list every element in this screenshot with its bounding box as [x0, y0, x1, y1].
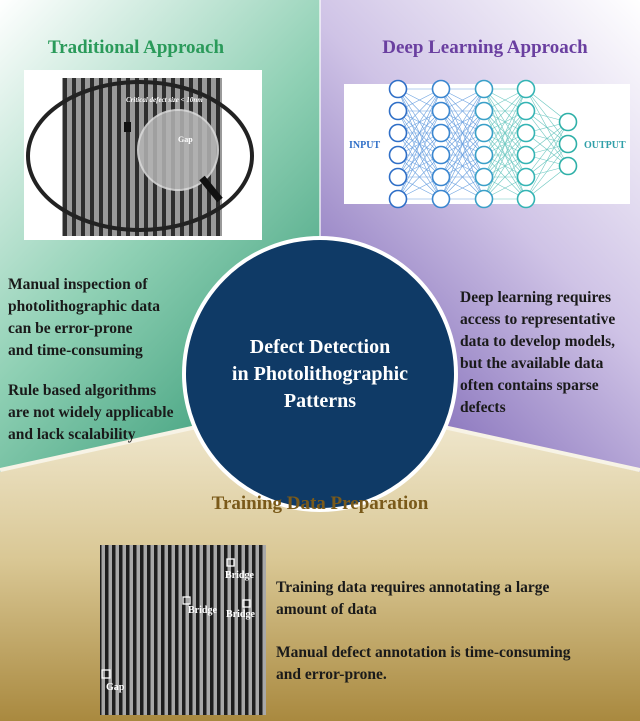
network-node — [431, 167, 451, 187]
network-node — [388, 123, 408, 143]
network-edge — [397, 88, 442, 156]
network-edge — [397, 154, 442, 200]
annotation-label-gap: Gap — [106, 682, 125, 693]
network-edge — [397, 88, 442, 134]
network-node — [474, 145, 494, 165]
training-title: Training Data Preparation — [211, 493, 429, 514]
network-node — [516, 101, 536, 121]
neural-network-diagram: INPUT OUTPUT — [344, 79, 630, 209]
network-node — [388, 145, 408, 165]
network-edge — [483, 88, 527, 178]
deep-learning-title: Deep Learning Approach — [382, 37, 588, 58]
network-edge — [397, 132, 442, 200]
traditional-inspection-image: Critical defect size < 10nm Gap — [24, 70, 262, 240]
network-edge — [440, 154, 485, 200]
network-edge — [440, 88, 485, 178]
network-edge — [440, 132, 485, 200]
annotation-label-bridge: Bridge — [226, 609, 255, 620]
network-edge — [525, 121, 569, 178]
network-node — [516, 189, 536, 209]
network-node — [388, 101, 408, 121]
network-node — [388, 189, 408, 209]
output-label: OUTPUT — [584, 140, 626, 151]
network-edge — [440, 110, 485, 200]
trad-image-caption: Critical defect size < 10nm — [126, 96, 203, 104]
annotation-label-bridge: Bridge — [188, 605, 217, 616]
network-node — [558, 112, 578, 132]
network-edge — [483, 154, 527, 200]
training-annotation-image: Bridge Bridge Bridge Gap — [100, 545, 266, 715]
network-node — [474, 189, 494, 209]
center-title: Defect Detection in Photolithographic Pa… — [231, 335, 409, 412]
network-node — [388, 167, 408, 187]
traditional-title: Traditional Approach — [47, 37, 225, 58]
network-nodes — [388, 79, 578, 209]
network-node — [474, 79, 494, 99]
training-paragraph-2: Manual defect annotation is time-consumi… — [276, 644, 571, 683]
input-label: INPUT — [349, 140, 380, 151]
network-node — [431, 101, 451, 121]
network-node — [516, 79, 536, 99]
network-node — [516, 167, 536, 187]
network-edge — [483, 88, 527, 134]
traditional-paragraph-1: Manual inspection of photolithographic d… — [8, 276, 161, 359]
network-node — [388, 79, 408, 99]
network-edge — [525, 143, 569, 200]
network-edge — [397, 110, 442, 200]
network-node — [516, 145, 536, 165]
network-edge — [483, 110, 527, 200]
network-edge — [397, 88, 442, 178]
network-node — [516, 123, 536, 143]
network-edge — [440, 88, 485, 156]
network-node — [558, 134, 578, 154]
network-node — [431, 79, 451, 99]
center-circle — [182, 236, 458, 512]
network-node — [474, 123, 494, 143]
network-node — [558, 156, 578, 176]
network-node — [474, 101, 494, 121]
network-edge — [525, 121, 569, 200]
network-edge — [483, 88, 527, 156]
network-node — [431, 189, 451, 209]
network-edge — [483, 132, 527, 200]
network-edge — [440, 88, 485, 134]
gap-label: Gap — [178, 135, 193, 144]
network-node — [474, 167, 494, 187]
training-paragraph-1: Training data requires annotating a larg… — [276, 579, 550, 618]
network-node — [431, 145, 451, 165]
network-node — [431, 123, 451, 143]
traditional-paragraph-2: Rule based algorithms are not widely app… — [8, 382, 174, 443]
deep-learning-paragraph: Deep learning requires access to represe… — [460, 289, 616, 416]
annotation-label-bridge: Bridge — [225, 570, 254, 581]
